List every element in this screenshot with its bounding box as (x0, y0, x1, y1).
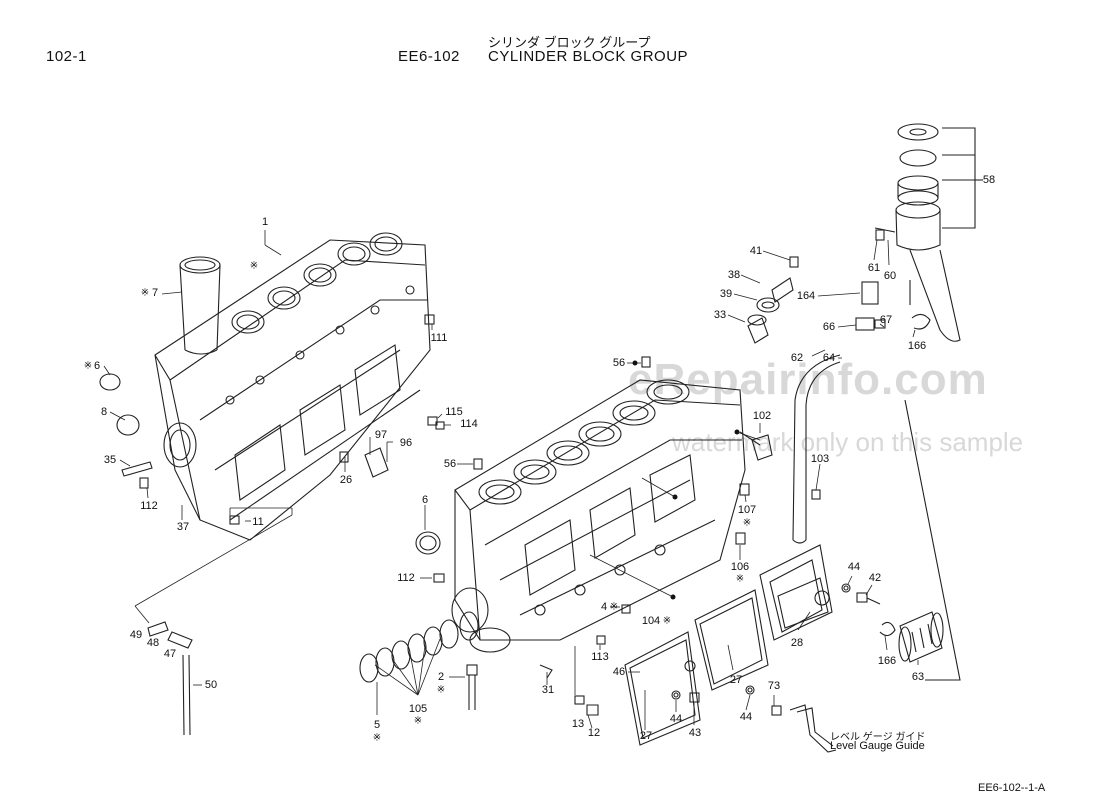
callout-105: 105 (408, 703, 428, 715)
callout-5: 5 (373, 719, 381, 731)
asterisk-2: ※ (436, 684, 446, 696)
callout-7: 7 (151, 287, 159, 299)
callout-102: 102 (752, 410, 772, 422)
callout-113: 113 (591, 651, 609, 663)
callout-56: 56 (612, 357, 626, 369)
asterisk-104: ※ (662, 615, 672, 627)
callout-73: 73 (767, 680, 781, 692)
callout-12: 12 (587, 727, 601, 739)
main-cylinder-block (451, 379, 746, 653)
asterisk-7: ※ (140, 287, 150, 299)
callout-44-right: 44 (847, 561, 861, 573)
asterisk-106: ※ (735, 573, 745, 585)
footer-code: EE6-102--1-A (978, 782, 1046, 794)
callout-112-main: 112 (397, 572, 415, 584)
callout-97: 97 (374, 429, 388, 441)
callout-60: 60 (883, 270, 897, 282)
callout-66: 66 (822, 321, 836, 333)
callout-1: 1 (261, 216, 269, 228)
callout-33: 33 (713, 309, 727, 321)
callout-62: 62 (790, 352, 804, 364)
callout-103: 103 (810, 453, 830, 465)
callout-115: 115 (445, 406, 463, 418)
callout-61: 61 (867, 262, 881, 274)
callout-42: 42 (868, 572, 882, 584)
asterisk-4: ※ (609, 601, 619, 613)
callout-67: 67 (879, 314, 893, 326)
callout-96: 96 (399, 437, 413, 449)
callout-64: 64 (822, 352, 836, 364)
callout-111: 111 (430, 332, 448, 344)
callout-44-lower: 44 (739, 711, 753, 723)
asterisk-105: ※ (413, 715, 423, 727)
callout-50: 50 (204, 679, 218, 691)
callout-47: 47 (163, 648, 177, 660)
callout-35: 35 (103, 454, 117, 466)
callout-6: 6 (93, 360, 101, 372)
asterisk-1: ※ (249, 260, 259, 272)
callout-41: 41 (749, 245, 763, 257)
callout-8: 8 (100, 406, 108, 418)
callout-28: 28 (790, 637, 804, 649)
callout-37: 37 (176, 521, 190, 533)
callout-13: 13 (571, 718, 585, 730)
callout-43: 43 (688, 727, 702, 739)
page-title: CYLINDER BLOCK GROUP (488, 48, 689, 65)
callout-11: 11 (252, 516, 264, 528)
callout-63: 63 (911, 671, 925, 683)
asterisk-107: ※ (742, 517, 752, 529)
callout-44: 44 (669, 713, 683, 725)
group-code: EE6-102 (398, 48, 460, 65)
callout-31: 31 (541, 684, 555, 696)
callout-38: 38 (727, 269, 741, 281)
callout-46: 46 (612, 666, 626, 678)
callout-27: 27 (639, 730, 653, 742)
callout-112: 112 (140, 500, 158, 512)
level-gauge-label-japanese: レベル ゲージ ガイド (830, 732, 926, 743)
left-cylinder-block (154, 232, 431, 541)
callout-39: 39 (719, 288, 733, 300)
cylinder-liner (179, 256, 221, 355)
callout-48: 48 (146, 637, 160, 649)
level-gauge-label: Level Gauge Guide (830, 740, 925, 752)
callout-4: 4 (600, 601, 608, 613)
asterisk-5: ※ (372, 732, 382, 744)
callout-6-main: 6 (421, 494, 429, 506)
callout-58: 58 (982, 174, 996, 186)
callout-166: 166 (907, 340, 927, 352)
callout-2: 2 (437, 671, 445, 683)
callout-56-lower: 56 (443, 458, 457, 470)
asterisk-6: ※ (83, 360, 93, 372)
title-japanese: シリンダ ブロック グループ (488, 35, 651, 50)
callout-164: 164 (796, 290, 816, 302)
callout-166-lower: 166 (877, 655, 897, 667)
callout-26: 26 (339, 474, 353, 486)
callout-107: 107 (737, 504, 757, 516)
callout-27-right: 27 (729, 674, 743, 686)
callout-114: 114 (460, 418, 478, 430)
callout-106: 106 (730, 561, 750, 573)
callout-104: 104 (641, 615, 661, 627)
watermark-note: watermark only on this sample (672, 427, 1024, 457)
callout-49: 49 (129, 629, 143, 641)
page-number: 102-1 (46, 48, 87, 65)
